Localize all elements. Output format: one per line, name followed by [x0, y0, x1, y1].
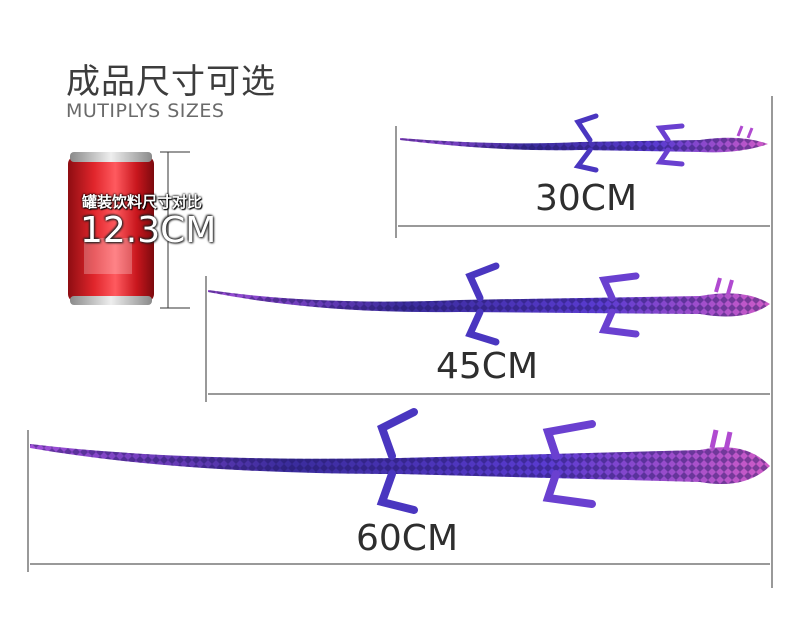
- dimension-line-45cm: [205, 276, 770, 402]
- can-comparison-label: 罐装饮料尺寸对比: [82, 193, 203, 211]
- can-height-dimension: [160, 151, 190, 309]
- size-label-60cm: 60CM: [356, 518, 459, 559]
- dragon-45cm: [208, 262, 770, 346]
- can-height-label: 12.3CM: [80, 210, 217, 251]
- size-label-30cm: 30CM: [535, 178, 638, 219]
- dragon-30cm: [400, 113, 768, 173]
- soda-can: [68, 152, 154, 305]
- dimension-line-60cm: [27, 96, 773, 588]
- dragon-60cm: [30, 408, 770, 514]
- page-title: 成品尺寸可选: [66, 62, 276, 102]
- size-label-45cm: 45CM: [436, 346, 539, 387]
- page-subtitle: MUTIPLYS SIZES: [66, 100, 225, 122]
